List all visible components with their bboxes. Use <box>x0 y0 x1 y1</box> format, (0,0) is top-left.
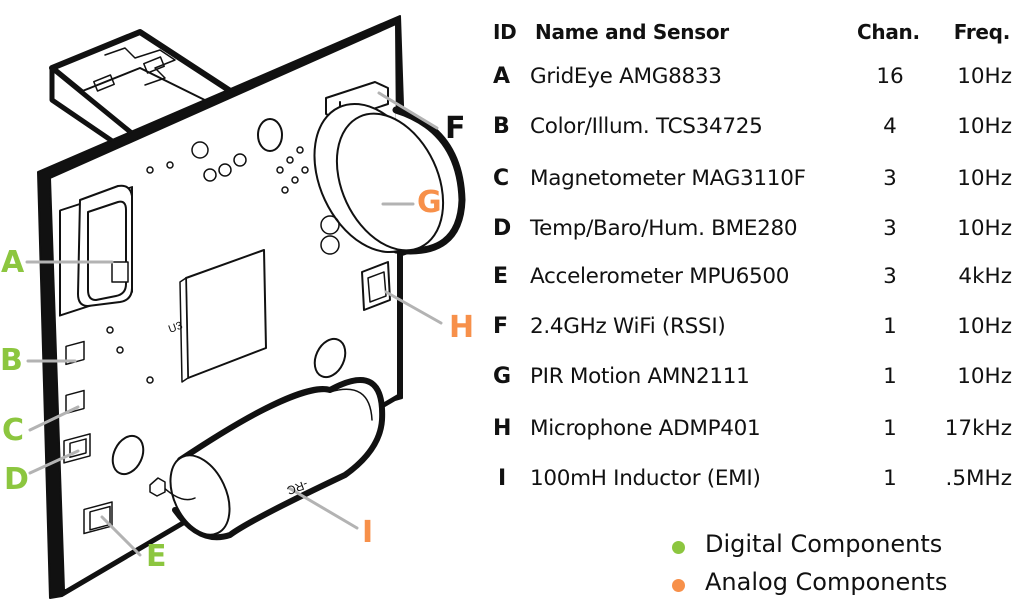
row-chan: 16 <box>876 64 904 89</box>
table-row: D Temp/Baro/Hum. BME280 3 10Hz <box>490 216 1014 252</box>
analog-dot-icon <box>672 579 685 592</box>
leader-line-e <box>100 515 142 557</box>
callout-a: A <box>1 245 25 280</box>
sensor-board-illustration: U3 -RC <box>25 15 466 599</box>
callout-c: C <box>2 413 25 448</box>
leader-line-i <box>287 486 359 530</box>
inductor-component <box>149 377 386 541</box>
table-row: A GridEye AMG8833 16 10Hz <box>490 64 1014 100</box>
row-name: 2.4GHz WiFi (RSSI) <box>530 314 726 339</box>
leader-line-f <box>377 91 439 130</box>
header-id: ID <box>493 20 517 44</box>
table-row: B Color/Illum. TCS34725 4 10Hz <box>490 114 1014 150</box>
row-freq: 17kHz <box>944 416 1012 441</box>
row-name: Temp/Baro/Hum. BME280 <box>530 216 798 241</box>
row-id: F <box>493 314 509 339</box>
row-name: Magnetometer MAG3110F <box>530 166 806 191</box>
row-chan: 1 <box>883 314 897 339</box>
leader-line-d <box>28 449 80 475</box>
pir-sensor <box>313 102 466 255</box>
row-id: B <box>493 114 510 139</box>
row-freq: .5MHz <box>945 466 1012 491</box>
row-freq: 10Hz <box>957 114 1012 139</box>
silkscreen-u3: U3 <box>167 320 184 336</box>
row-name: GridEye AMG8833 <box>530 64 722 89</box>
row-freq: 10Hz <box>957 166 1012 191</box>
grideye-component <box>59 184 133 317</box>
leader-line-c <box>28 405 80 432</box>
row-chan: 3 <box>883 264 897 289</box>
legend-label: Digital Components <box>705 530 943 558</box>
row-id: E <box>493 264 509 289</box>
row-freq: 10Hz <box>957 314 1012 339</box>
table-row: F 2.4GHz WiFi (RSSI) 1 10Hz <box>490 314 1014 350</box>
row-chan: 4 <box>883 114 897 139</box>
callout-g: G <box>417 185 442 220</box>
row-name: Accelerometer MPU6500 <box>530 264 790 289</box>
row-id: A <box>493 64 511 89</box>
callout-h: H <box>449 310 475 345</box>
leader-line-h <box>384 290 443 325</box>
silkscreen-rc: -RC <box>285 477 310 498</box>
row-id: I <box>498 466 507 491</box>
microphone-component <box>361 261 391 311</box>
row-chan: 3 <box>883 216 897 241</box>
row-name: Microphone ADMP401 <box>530 416 761 441</box>
table-row: E Accelerometer MPU6500 3 4kHz <box>490 264 1014 300</box>
callout-d: D <box>4 462 29 497</box>
table-row: I 100mH Inductor (EMI) 1 .5MHz <box>490 466 1014 502</box>
row-chan: 1 <box>883 364 897 389</box>
magnetometer <box>65 389 85 415</box>
main-chip <box>179 249 267 383</box>
row-chan: 1 <box>883 416 897 441</box>
digital-dot-icon <box>672 541 685 554</box>
table-row: G PIR Motion AMN2111 1 10Hz <box>490 364 1014 400</box>
row-id: C <box>493 166 510 191</box>
row-freq: 10Hz <box>957 364 1012 389</box>
row-chan: 3 <box>883 166 897 191</box>
row-freq: 4kHz <box>958 264 1012 289</box>
row-id: H <box>493 416 512 441</box>
row-name: Color/Illum. TCS34725 <box>530 114 763 139</box>
accelerometer <box>83 501 113 535</box>
callout-b: B <box>0 343 23 378</box>
row-name: 100mH Inductor (EMI) <box>530 466 761 491</box>
legend-label: Analog Components <box>705 568 948 596</box>
row-id: D <box>493 216 512 241</box>
row-chan: 1 <box>883 466 897 491</box>
row-freq: 10Hz <box>957 216 1012 241</box>
header-name: Name and Sensor <box>535 20 729 44</box>
table-row: H Microphone ADMP401 1 17kHz <box>490 416 1014 452</box>
callout-i: I <box>362 515 374 550</box>
table-row: C Magnetometer MAG3110F 3 10Hz <box>490 166 1014 202</box>
row-id: G <box>493 364 512 389</box>
row-freq: 10Hz <box>957 64 1012 89</box>
row-name: PIR Motion AMN2111 <box>530 364 750 389</box>
callout-f: F <box>445 111 466 146</box>
header-chan: Chan. <box>857 20 920 44</box>
header-freq: Freq. <box>953 20 1011 44</box>
callout-e: E <box>146 539 167 574</box>
